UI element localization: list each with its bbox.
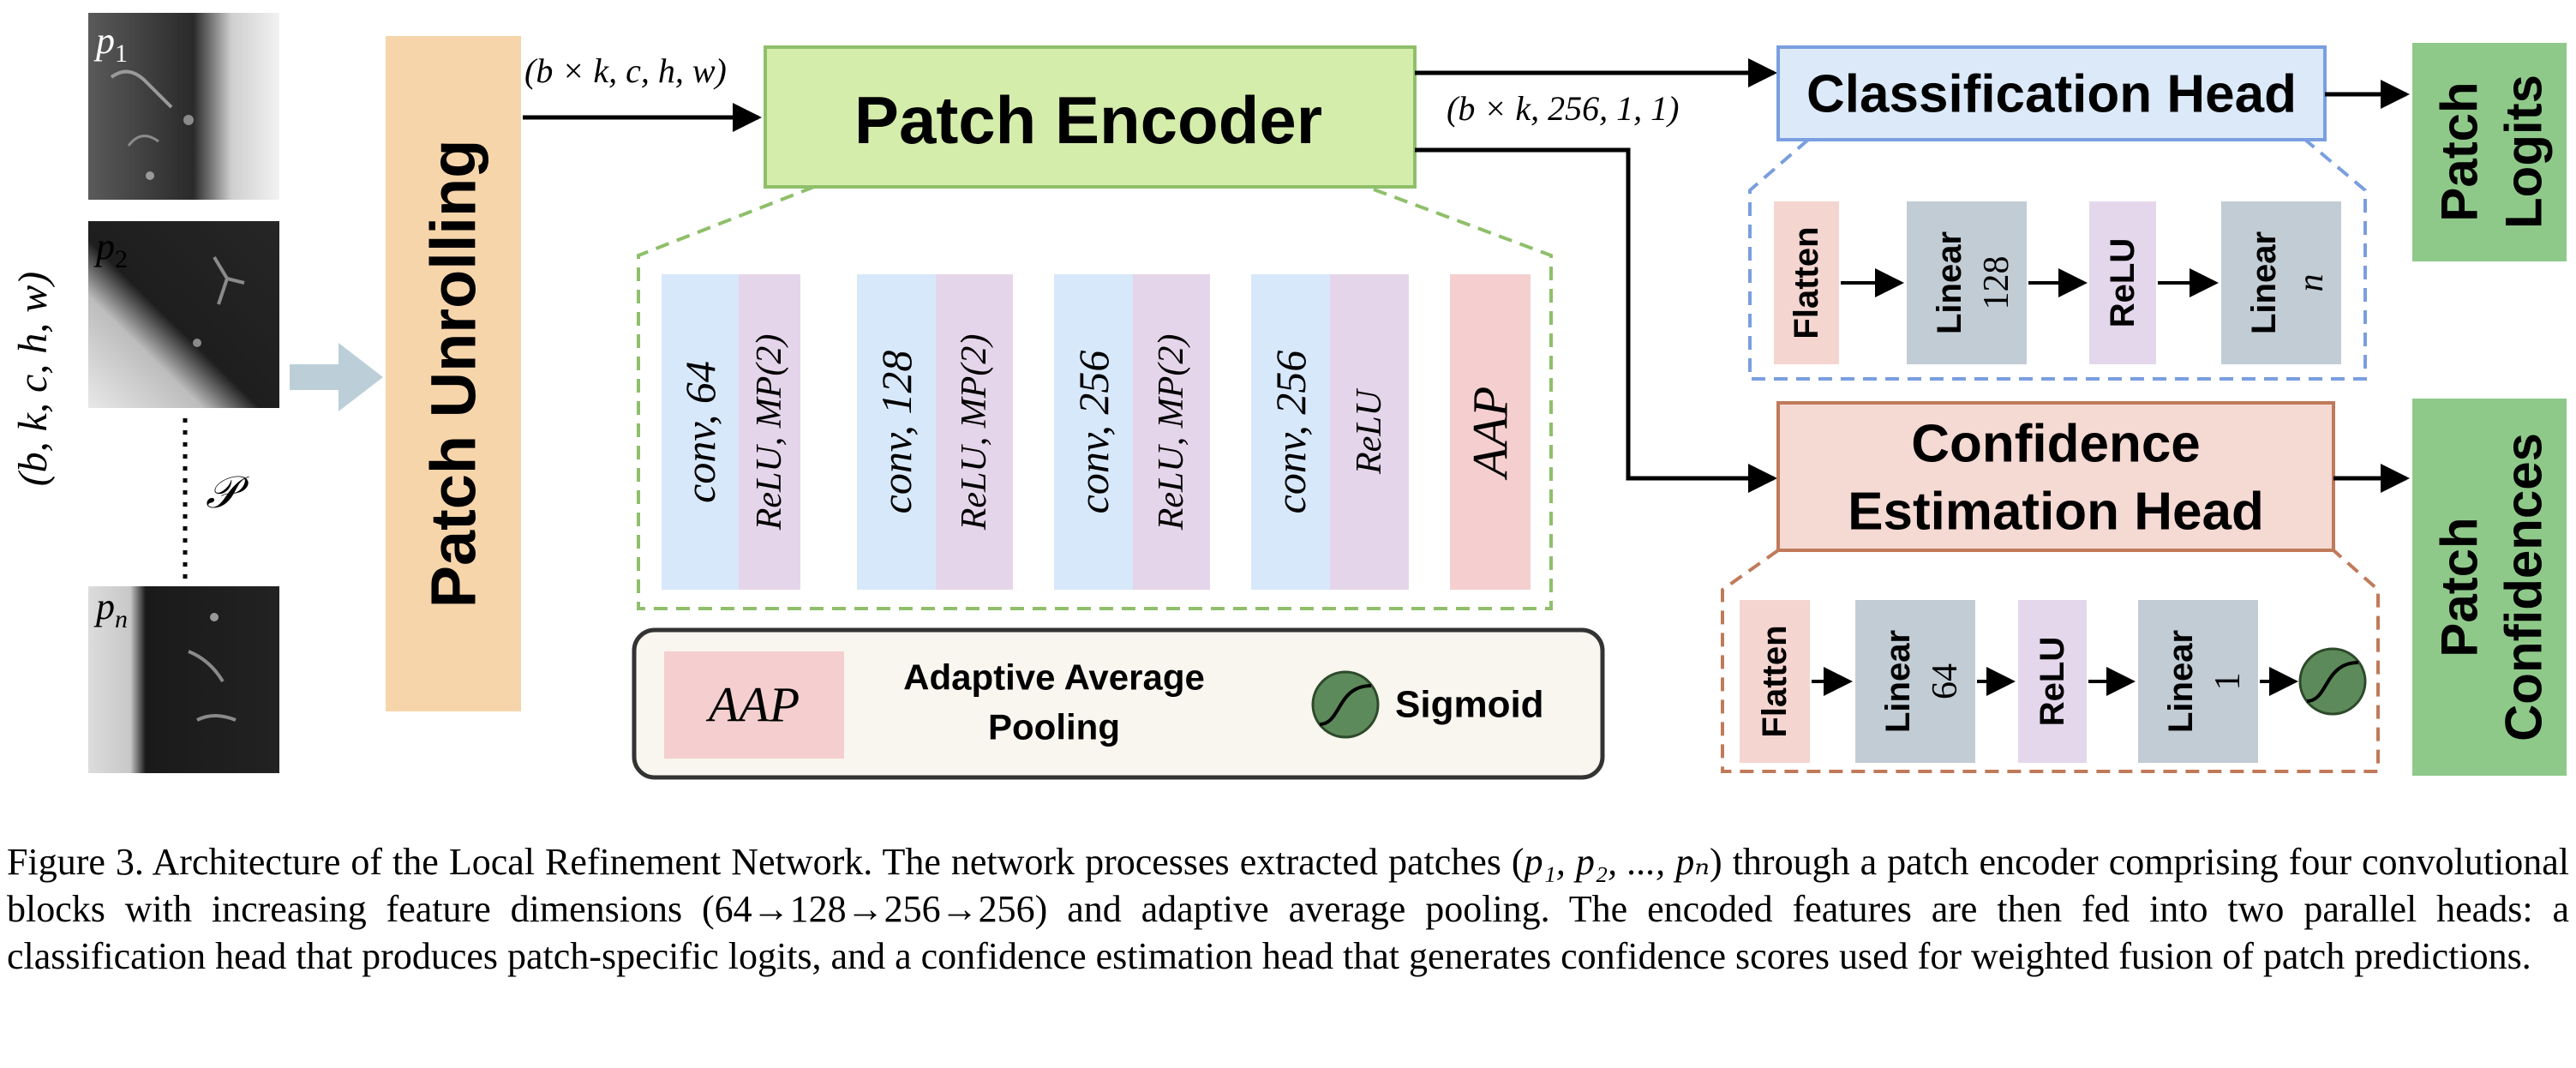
svg-text:Linear: Linear	[1931, 231, 1968, 334]
conf-layer-relu: ReLU	[2018, 600, 2087, 763]
legend-aap-symbol: AAP	[705, 677, 800, 733]
architecture-diagram: p1 p2 pn 𝒫 (b, k, c, h, w) Patch Unrolli…	[10, 13, 2567, 780]
svg-text:1: 1	[2208, 673, 2248, 691]
cls-layer-flatten: Flatten	[1774, 201, 1839, 364]
svg-text:ReLU: ReLU	[2104, 238, 2142, 327]
cls-layer-linear-128: Linear 128	[1907, 201, 2027, 364]
svg-text:Patch: Patch	[2431, 517, 2489, 657]
svg-text:ReLU: ReLU	[2034, 637, 2071, 726]
encoder-pool-block: AAP	[1450, 274, 1531, 590]
patch-unrolling-box	[386, 36, 521, 711]
patch-encoder-box	[764, 45, 1417, 189]
encoder-block-1-act: ReLU, MP(2)	[750, 334, 789, 531]
svg-text:Flatten: Flatten	[1756, 625, 1794, 737]
conf-layer-linear-1: Linear 1	[2138, 600, 2258, 763]
legend: AAP Adaptive Average Pooling Sigmoid	[632, 627, 1605, 780]
arrow-to-confidence-head	[1415, 147, 1777, 493]
svg-text:Linear: Linear	[2162, 630, 2200, 733]
patch-encoder-label: Patch Encoder	[854, 82, 1322, 158]
encoder-block-4-conv: conv, 256	[1267, 351, 1315, 514]
input-shape-label: (b, k, c, h, w)	[10, 272, 56, 487]
confidence-expansion-outline	[1721, 549, 2380, 773]
sigmoid-icon	[1311, 670, 1380, 739]
cls-layer-relu: ReLU	[2089, 201, 2156, 364]
classification-head-label: Classification Head	[1806, 65, 2297, 124]
confidence-head-box	[1776, 401, 2335, 552]
confidence-head-label-line2: Estimation Head	[1848, 483, 2264, 542]
svg-text:Linear: Linear	[1879, 630, 1917, 733]
conf-sigmoid-icon	[2298, 647, 2367, 716]
conf-layer-flatten: Flatten	[1740, 600, 1810, 763]
encoder-block-2: conv, 128 ReLU, MP(2)	[857, 274, 1013, 590]
patch-n-image	[88, 586, 279, 773]
svg-text:Flatten: Flatten	[1788, 226, 1825, 339]
svg-text:n: n	[2291, 274, 2331, 292]
confidence-head-label-line1: Confidence	[1911, 415, 2201, 474]
encoder-block-2-act: ReLU, MP(2)	[955, 334, 994, 531]
encoder-block-3: conv, 256 ReLU, MP(2)	[1054, 274, 1210, 590]
patch-unrolling-label: Patch Unrolling	[418, 140, 489, 609]
svg-text:64: 64	[1926, 663, 1965, 699]
encoder-output-shape-label: (b × k, 256, 1, 1)	[1447, 89, 1679, 128]
caption-part1: Figure 3. Architecture of the Local Refi…	[7, 841, 1525, 883]
patch-2-label: p2	[93, 225, 128, 273]
legend-aap-line2: Pooling	[988, 707, 1120, 747]
figure-caption: Figure 3. Architecture of the Local Refi…	[7, 838, 2569, 980]
encoder-block-4: conv, 256 ReLU	[1251, 274, 1409, 590]
svg-text:128: 128	[1977, 256, 2016, 310]
encoder-block-2-conv: conv, 128	[872, 351, 920, 514]
patch-1-label: p1	[93, 20, 128, 68]
patch-set-label: 𝒫	[206, 469, 249, 518]
patch-1-image	[88, 13, 279, 200]
cls-layer-linear-n: Linear n	[2221, 201, 2341, 364]
svg-text:Patch: Patch	[2431, 81, 2489, 221]
caption-math: p₁, p₂, ..., pₙ	[1524, 841, 1710, 883]
caption-part2: ) through a patch encoder comprising fou…	[7, 841, 2569, 977]
unrolled-shape-label: (b × k, c, h, w)	[524, 51, 727, 90]
classification-expansion-outline	[1748, 138, 2367, 381]
legend-sigmoid-label: Sigmoid	[1395, 684, 1544, 726]
encoder-block-1: conv, 64 ReLU, MP(2)	[662, 274, 800, 590]
patch-confidences-output: Patch Confidences	[2412, 399, 2567, 776]
patch-logits-output: Patch Logits	[2412, 43, 2567, 261]
svg-text:Linear: Linear	[2245, 231, 2283, 334]
encoder-block-4-act: ReLU	[1350, 387, 1389, 475]
conf-layer-linear-64: Linear 64	[1855, 600, 1975, 763]
encoder-pool-label: AAP	[1463, 387, 1519, 481]
patch-2-image	[88, 221, 279, 408]
encoder-expansion-outline	[637, 185, 1553, 610]
encoder-block-3-conv: conv, 256	[1069, 351, 1117, 514]
encoder-block-1-conv: conv, 64	[676, 361, 724, 503]
legend-aap-line1: Adaptive Average	[903, 657, 1205, 698]
svg-text:Logits: Logits	[2495, 75, 2553, 229]
svg-text:Confidences: Confidences	[2495, 433, 2553, 741]
unroll-arrow	[290, 343, 383, 411]
patch-n-label: pn	[93, 585, 128, 633]
encoder-block-3-act: ReLU, MP(2)	[1152, 334, 1191, 531]
